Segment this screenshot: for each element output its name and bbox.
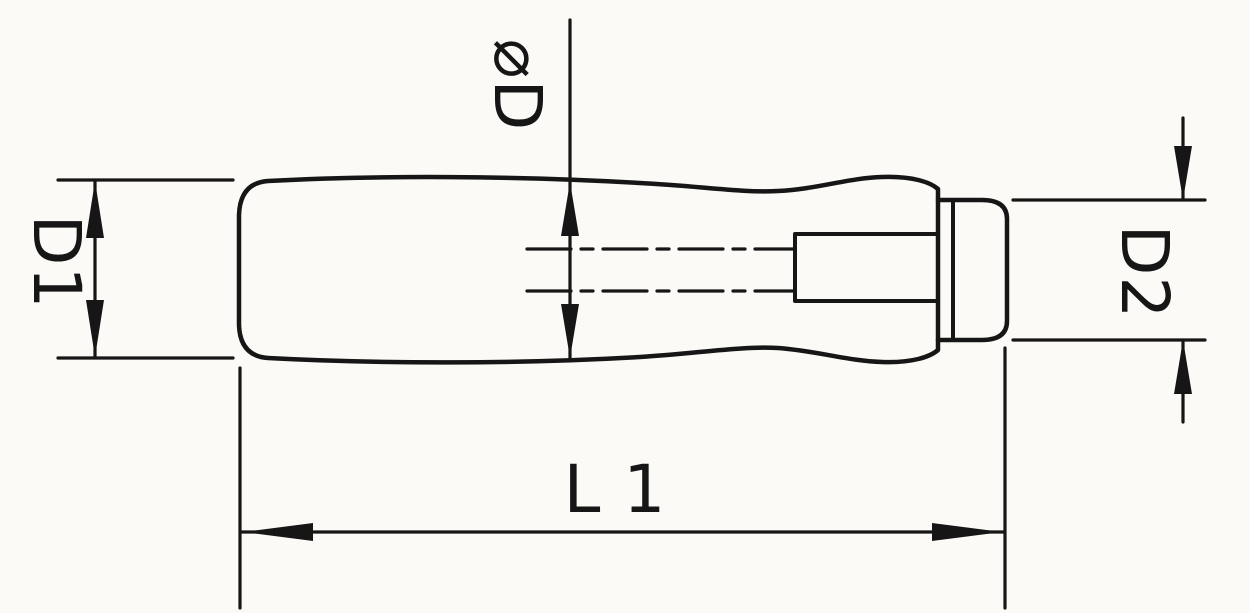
ferrule-outline [935,197,1010,343]
arrow-d1-up [86,181,104,238]
arrow-d1-down [86,300,104,357]
arrow-diameter-up [561,182,579,236]
arrow-d2-up [1174,340,1192,394]
handle-body-outline [236,174,941,365]
arrow-d2-down [1174,146,1192,200]
arrow-diameter-down [561,304,579,358]
label-d1: D1 [18,215,95,310]
arrow-l1-left [243,523,313,541]
dimension-labels: ⌀D D1 D2 L 1 [18,39,1183,528]
label-d2: D2 [1106,225,1183,320]
arrow-l1-right [932,523,1002,541]
dimension-arrowheads [86,146,1192,541]
tang-socket-rect [793,232,940,303]
label-diameter-d: ⌀D [479,39,556,132]
label-l1: L 1 [564,451,667,528]
